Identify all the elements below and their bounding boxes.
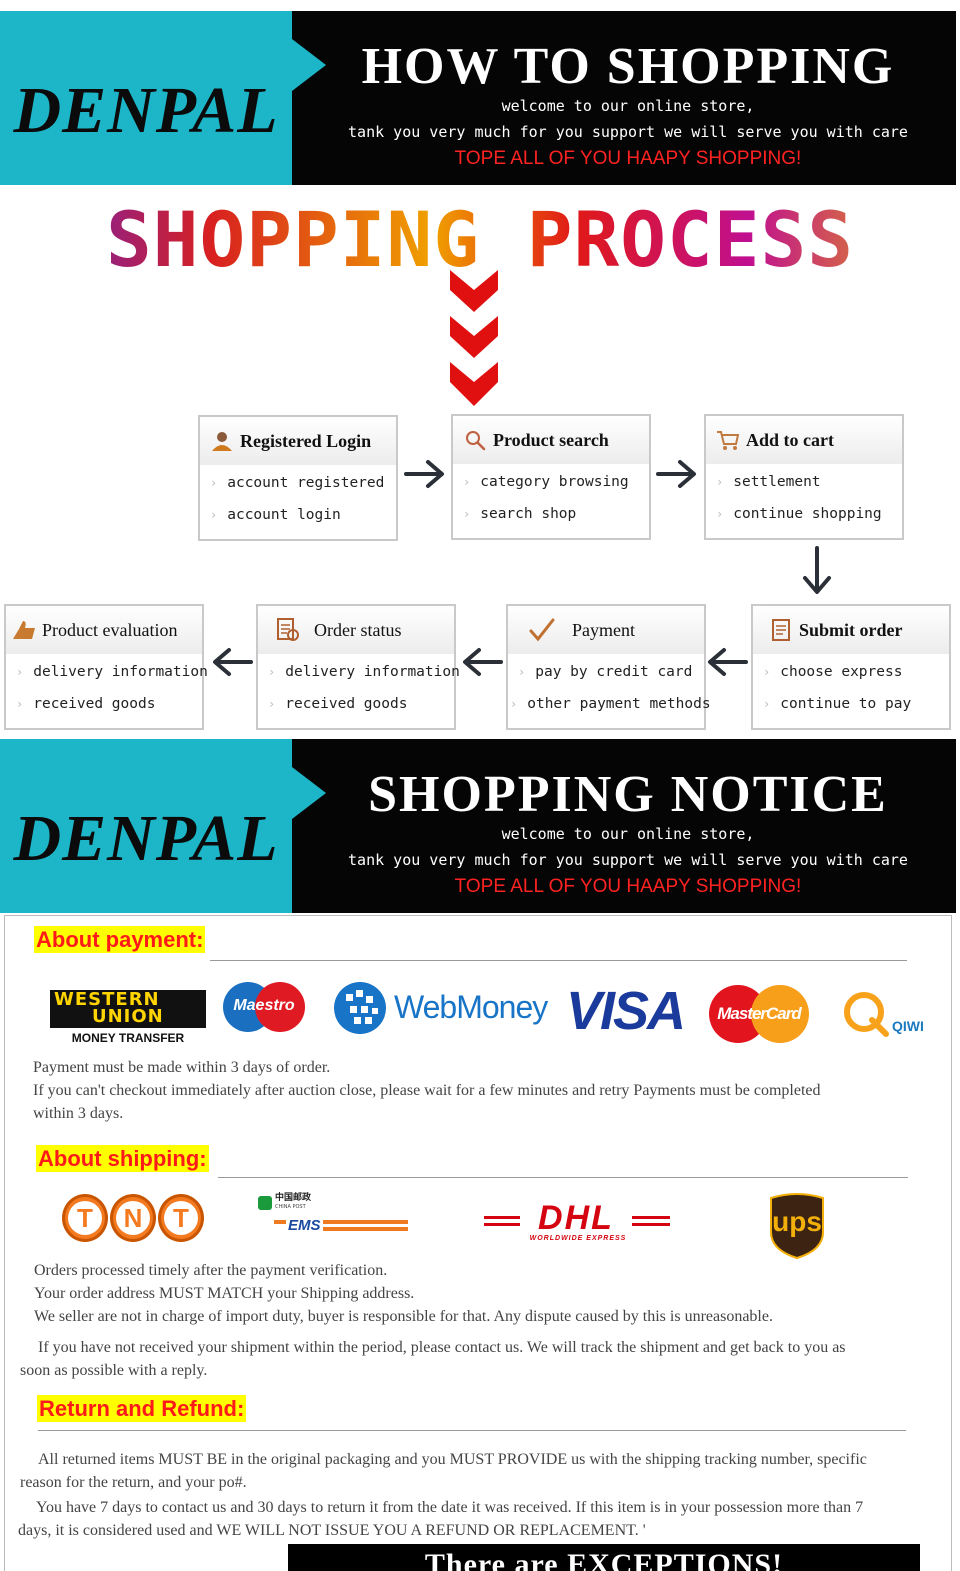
webmoney-logo: WebMoney xyxy=(332,980,548,1036)
step-item: delivery information xyxy=(16,664,208,680)
checkmark-icon xyxy=(528,617,556,643)
arrow-right-icon xyxy=(404,460,444,488)
refund-text: All returned items MUST BE in the origin… xyxy=(38,1451,867,1468)
arrow-down-icon xyxy=(803,546,831,594)
about-payment-heading: About payment: xyxy=(34,926,206,953)
banner-teal-panel xyxy=(0,11,292,185)
step-item: received goods xyxy=(268,696,407,712)
banner-welcome: welcome to our online store, xyxy=(501,97,755,115)
divider xyxy=(218,1177,908,1178)
step-item: continue shopping xyxy=(716,506,881,522)
banner-highlight: TOPE ALL OF YOU HAAPY SHOPPING! xyxy=(454,148,802,169)
step-item: account login xyxy=(210,507,341,523)
banner-thanks: tank you very much for you support we wi… xyxy=(348,851,908,869)
china-post-icon xyxy=(258,1196,272,1210)
step-label: Order status xyxy=(314,619,402,640)
arrow-left-icon xyxy=(213,648,253,676)
refund-text: reason for the return, and your po#. xyxy=(20,1474,247,1491)
dhl-logo: DHL WORLDWIDE EXPRESS xyxy=(484,1200,670,1244)
divider xyxy=(38,1430,906,1431)
step-item: delivery information xyxy=(268,664,460,680)
step-item: other payment methods xyxy=(510,696,710,712)
banner-arrow-notch xyxy=(292,767,326,819)
banner-thanks: tank you very much for you support we wi… xyxy=(348,123,908,141)
thumbs-up-icon xyxy=(10,617,38,643)
banner-black-panel xyxy=(292,739,956,913)
step-product-evaluation: Product evaluation delivery information … xyxy=(4,604,208,730)
magnifier-icon xyxy=(461,427,489,453)
down-chevrons-icon xyxy=(450,270,498,406)
step-item: continue to pay xyxy=(763,696,911,712)
tnt-logo: T N T xyxy=(62,1194,204,1246)
divider xyxy=(210,960,907,961)
refund-text: days, it is considered used and WE WILL … xyxy=(18,1522,646,1539)
step-add-to-cart: Add to cart settlement continue shopping xyxy=(704,414,904,540)
step-item: pay by credit card xyxy=(518,664,692,680)
notice-content-frame xyxy=(4,915,952,1571)
shipping-text: soon as possible with a reply. xyxy=(20,1362,208,1379)
shipping-text: We seller are not in charge of import du… xyxy=(34,1308,773,1325)
banner-highlight: TOPE ALL OF YOU HAAPY SHOPPING! xyxy=(454,876,802,897)
arrow-left-icon xyxy=(708,648,748,676)
maestro-logo: Maestro xyxy=(220,981,308,1033)
step-label: Product evaluation xyxy=(42,619,178,640)
arrow-left-icon xyxy=(463,648,503,676)
how-to-shopping-banner: DENPAL HOW TO SHOPPING welcome to our on… xyxy=(0,11,960,185)
step-label: Registered Login xyxy=(240,430,372,451)
brand-logo: DENPAL xyxy=(13,802,279,875)
about-shipping-heading: About shipping: xyxy=(36,1145,209,1172)
western-union-logo: WESTERN UNION MONEY TRANSFER xyxy=(50,990,206,1046)
banner-arrow-notch xyxy=(292,39,326,91)
step-order-status: Order status delivery information receiv… xyxy=(256,604,460,730)
visa-logo: VISA xyxy=(566,981,686,1041)
step-item: search shop xyxy=(463,506,576,522)
shipping-text: Your order address MUST MATCH your Shipp… xyxy=(34,1285,415,1302)
shipping-text: If you have not received your shipment w… xyxy=(38,1339,846,1356)
step-label: Payment xyxy=(572,619,635,640)
step-submit-order: Submit order choose express continue to … xyxy=(751,604,951,730)
user-icon xyxy=(208,428,236,454)
exceptions-banner: There are EXCEPTIONS! xyxy=(288,1544,920,1571)
step-label: Submit order xyxy=(799,619,903,640)
step-item: settlement xyxy=(716,474,820,490)
shipping-text: Orders processed timely after the paymen… xyxy=(34,1262,388,1279)
ups-logo: ups xyxy=(768,1192,826,1260)
payment-text: Payment must be made within 3 days of or… xyxy=(33,1059,331,1076)
arrow-right-icon xyxy=(656,460,696,488)
banner-black-panel xyxy=(292,11,956,185)
mastercard-logo: MasterCard xyxy=(704,984,814,1044)
return-refund-heading: Return and Refund: xyxy=(37,1395,247,1422)
step-payment: Payment pay by credit card other payment… xyxy=(506,604,711,730)
banner-welcome: welcome to our online store, xyxy=(501,825,755,843)
payment-text: If you can't checkout immediately after … xyxy=(33,1082,821,1099)
shopping-notice-banner: DENPAL SHOPPING NOTICE welcome to our on… xyxy=(0,739,960,913)
brand-logo: DENPAL xyxy=(13,74,279,147)
step-label: Add to cart xyxy=(746,429,834,450)
step-item: account registered xyxy=(210,475,384,491)
ems-logo: 中国邮政 CHINA POST EMS xyxy=(258,1194,410,1240)
cart-icon xyxy=(714,427,742,453)
step-product-search: Product search category browsing search … xyxy=(451,414,651,540)
clipboard-icon xyxy=(767,617,795,643)
step-item: received goods xyxy=(16,696,155,712)
banner-teal-panel xyxy=(0,739,292,913)
qiwi-logo: QIWI xyxy=(842,990,938,1040)
refund-text: You have 7 days to contact us and 30 day… xyxy=(36,1499,864,1516)
step-label: Product search xyxy=(493,429,609,450)
banner-title: HOW TO SHOPPING xyxy=(361,38,895,95)
banner-title: SHOPPING NOTICE xyxy=(368,766,888,823)
document-icon xyxy=(274,617,302,643)
step-item: category browsing xyxy=(463,474,628,490)
step-registered-login: Registered Login account registered acco… xyxy=(198,415,398,541)
shopping-process-title: SHOPPING PROCESS xyxy=(0,195,960,284)
payment-text: within 3 days. xyxy=(33,1105,124,1122)
step-item: choose express xyxy=(763,664,902,680)
